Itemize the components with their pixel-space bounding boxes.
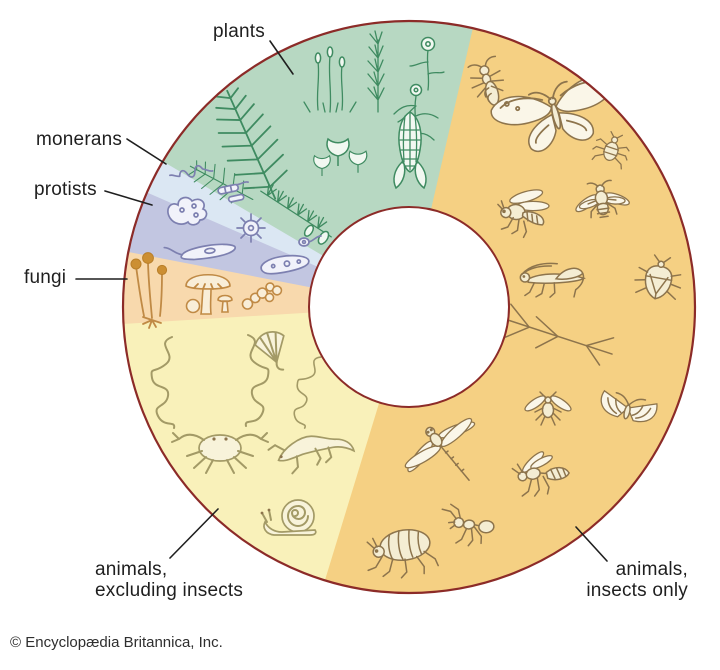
grasshopper-illustration <box>519 262 586 298</box>
label-plants: plants <box>213 21 265 42</box>
stick-insect-illustration <box>493 303 615 366</box>
clam-shell-illustration <box>254 331 285 371</box>
colonial-protist-illustration <box>167 196 208 226</box>
flagellate-illustration <box>298 235 322 247</box>
wasp-illustration <box>511 451 570 497</box>
copyright-credit: © Encyclopædia Britannica, Inc. <box>10 634 223 651</box>
radiolarian-illustration <box>236 213 266 243</box>
leader-line-animals-insects <box>575 526 608 562</box>
winged-aphid-illustration <box>524 391 572 426</box>
leader-line-monerans <box>126 138 167 165</box>
label-animals-excluding-insects: animals, excluding insects <box>95 559 243 601</box>
segment-illustrations <box>130 30 682 579</box>
crab-illustration <box>171 432 269 474</box>
moss-illustration <box>303 46 357 113</box>
leader-line-plants <box>269 40 294 75</box>
moth-illustration <box>600 389 658 423</box>
corn-illustration <box>393 111 427 190</box>
butterfly-illustration <box>490 75 613 153</box>
label-animals-insects-line1: animals, <box>615 559 688 580</box>
stink-bug-illustration <box>634 254 682 301</box>
fern-illustration <box>215 87 288 200</box>
inner-ring-outline <box>308 206 510 408</box>
euglena-illustration <box>163 243 237 261</box>
label-fungi: fungi <box>24 267 67 288</box>
ant-illustration <box>441 503 495 547</box>
fly-illustration <box>497 189 550 239</box>
dragonfly-illustration <box>404 417 476 481</box>
flea-beetle-illustration <box>366 528 439 579</box>
stalked-mushrooms-illustration <box>130 252 168 329</box>
bacteria-rods-illustration <box>217 181 249 203</box>
pine-sprig-illustration <box>367 30 385 113</box>
label-animals-insects-only: animals, insects only <box>586 559 688 601</box>
toadstool-illustration <box>185 274 233 315</box>
leader-lines <box>75 40 608 562</box>
flower-illustration <box>409 36 445 91</box>
leader-line-animals-excluding <box>169 508 219 559</box>
yeast-illustration <box>241 282 283 310</box>
conifer-branch-illustration <box>260 183 332 245</box>
bee-illustration <box>575 179 630 219</box>
label-animals-insects-line2: insects only <box>586 580 688 601</box>
louse-illustration <box>591 130 630 170</box>
salamander-illustration <box>267 435 356 475</box>
spirillum-illustration <box>169 164 214 178</box>
snail-illustration <box>260 499 317 536</box>
label-monerans: monerans <box>36 129 123 150</box>
leader-line-protists <box>104 190 153 206</box>
outer-ring-outline <box>121 19 697 595</box>
label-animals-excluding-line2: excluding insects <box>95 580 244 601</box>
label-animals-excluding-line1: animals, <box>95 559 168 580</box>
label-protists: protists <box>34 179 97 200</box>
termite-illustration <box>467 55 505 106</box>
paramecium-illustration <box>260 254 310 275</box>
